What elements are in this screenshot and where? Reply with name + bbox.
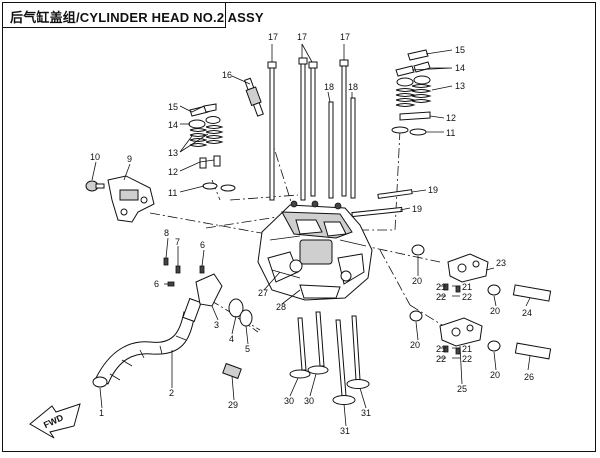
callout-5: 5 (245, 344, 250, 354)
callout-15b: 15 (455, 45, 465, 55)
callout-24: 24 (522, 308, 532, 318)
callout-23: 23 (496, 258, 506, 268)
callout-9: 9 (127, 154, 132, 164)
drawing-frame (2, 2, 596, 452)
callout-31a: 31 (340, 426, 350, 436)
callout-21d: 21 (462, 344, 472, 354)
callout-21c: 21 (436, 344, 446, 354)
callout-1: 1 (99, 408, 104, 418)
callout-6b: 6 (154, 279, 159, 289)
valve-springs-right (395, 84, 432, 107)
diagram-title: 后气缸盖组/CYLINDER HEAD NO.2 ASSY (10, 10, 264, 25)
callout-19b: 19 (412, 204, 422, 214)
cylinder-head (257, 200, 373, 301)
callout-4: 4 (229, 334, 234, 344)
intake-exhaust-valves (289, 311, 370, 405)
callout-26: 26 (524, 372, 534, 382)
callout-10: 10 (90, 152, 100, 162)
callout-20b: 20 (410, 340, 420, 350)
fwd-arrow: FWD (29, 403, 81, 439)
callout-17a: 17 (268, 32, 278, 42)
coolant-hose-assembly (92, 257, 253, 388)
callout-20c: 20 (490, 306, 500, 316)
callout-30b: 30 (304, 396, 314, 406)
callout-22a: 22 (436, 292, 446, 302)
callout-19a: 19 (428, 185, 438, 195)
callout-11b: 11 (446, 128, 455, 138)
callout-12b: 12 (446, 113, 456, 123)
callout-14a: 14 (168, 120, 178, 130)
callout-labels: 17 17 17 16 18 18 15 14 13 12 11 15 14 1… (90, 32, 534, 436)
callout-31b: 31 (361, 408, 371, 418)
callout-17b: 17 (297, 32, 307, 42)
title-box: 后气缸盖组/CYLINDER HEAD NO.2 ASSY (2, 2, 264, 28)
rocker-arm-assemblies (409, 244, 552, 360)
callout-16: 16 (222, 70, 232, 80)
callout-22c: 22 (436, 354, 446, 364)
left-valve-train (188, 103, 236, 192)
callout-18b: 18 (348, 82, 358, 92)
callout-20a: 20 (412, 276, 422, 286)
callout-25: 25 (457, 384, 467, 394)
callout-22d: 22 (462, 354, 472, 364)
callout-7: 7 (175, 237, 180, 247)
bolts-19 (351, 189, 413, 218)
valve-springs-left (189, 125, 224, 147)
callout-6a: 6 (200, 240, 205, 250)
callout-2: 2 (169, 388, 174, 398)
callout-28: 28 (276, 302, 286, 312)
callout-14b: 14 (455, 63, 465, 73)
callout-12a: 12 (168, 167, 178, 177)
callout-18a: 18 (324, 82, 334, 92)
callout-22b: 22 (462, 292, 472, 302)
callout-13a: 13 (168, 148, 178, 158)
callout-17c: 17 (340, 32, 350, 42)
callout-29: 29 (228, 400, 238, 410)
callout-21b: 21 (462, 282, 472, 292)
bracket-and-bolt (85, 175, 155, 223)
callout-3: 3 (214, 320, 219, 330)
leader-lines (91, 43, 531, 427)
callout-8: 8 (164, 228, 169, 238)
head-studs (267, 57, 356, 201)
callout-21a: 21 (436, 282, 446, 292)
callout-13b: 13 (455, 81, 465, 91)
callout-15a: 15 (168, 102, 178, 112)
right-valve-train (391, 49, 432, 136)
callout-30a: 30 (284, 396, 294, 406)
callout-11a: 11 (168, 188, 177, 198)
callout-27: 27 (258, 288, 268, 298)
spark-plug (244, 77, 264, 117)
callout-20d: 20 (490, 370, 500, 380)
